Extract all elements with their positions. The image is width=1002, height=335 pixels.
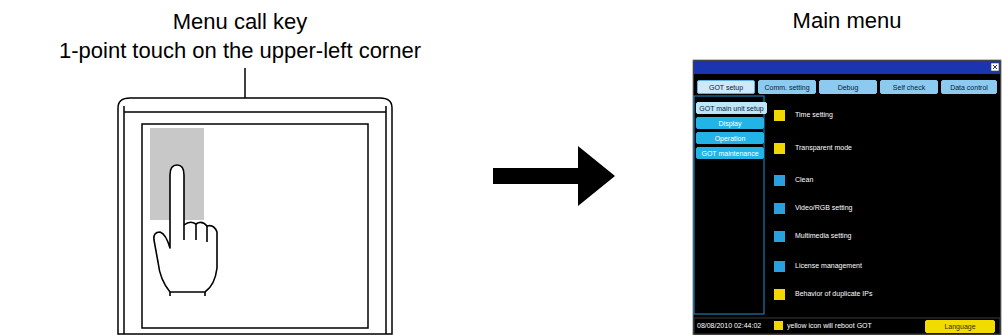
menu-tab: Comm. setting <box>758 80 816 94</box>
callout-text: 1-point touch on the upper-left corner <box>59 37 421 66</box>
side-button: GOT maintenance <box>696 147 764 159</box>
button-label: GOT main unit setup <box>699 105 763 112</box>
menu-item: Time setting <box>795 110 833 119</box>
button-label: Comm. setting <box>764 84 809 91</box>
button-label: Operation <box>715 135 746 142</box>
menu-tab: Data control <box>941 80 997 94</box>
menu-item: License management <box>795 261 862 270</box>
button-label: Language <box>944 323 975 330</box>
date-time: 08/08/2010 02:44:02 <box>697 321 761 330</box>
button-label: Data control <box>950 84 988 91</box>
hand-icon <box>154 165 217 296</box>
button-label: Display <box>719 120 742 127</box>
menu-tab: Self check <box>880 80 938 94</box>
got-device <box>118 98 392 334</box>
menu-item: Multimedia setting <box>795 231 851 240</box>
menu-item: Transparent mode <box>795 143 852 152</box>
side-button: Operation <box>696 132 764 144</box>
button-label: Self check <box>893 84 925 91</box>
menu-item: Clean <box>795 175 813 184</box>
button-label: Debug <box>838 84 859 91</box>
button-label: GOT maintenance <box>701 150 758 157</box>
menu-tab: Debug <box>819 80 877 94</box>
screen-heading: Main menu <box>693 8 1001 34</box>
side-button: Display <box>696 117 764 129</box>
side-button: GOT main unit setup <box>696 102 767 114</box>
menu-tab: GOT setup <box>697 80 755 94</box>
callout-title: Menu call key <box>173 8 308 37</box>
menu-item: Video/RGB setting <box>795 203 852 212</box>
screen-art <box>693 60 1001 335</box>
transition-arrow <box>493 146 615 206</box>
button-label: GOT setup <box>709 84 743 91</box>
language-button: Language <box>925 320 995 333</box>
menu-item: Behavior of duplicate IPs <box>795 289 872 298</box>
status-note: yellow icon will reboot GOT <box>787 321 872 330</box>
